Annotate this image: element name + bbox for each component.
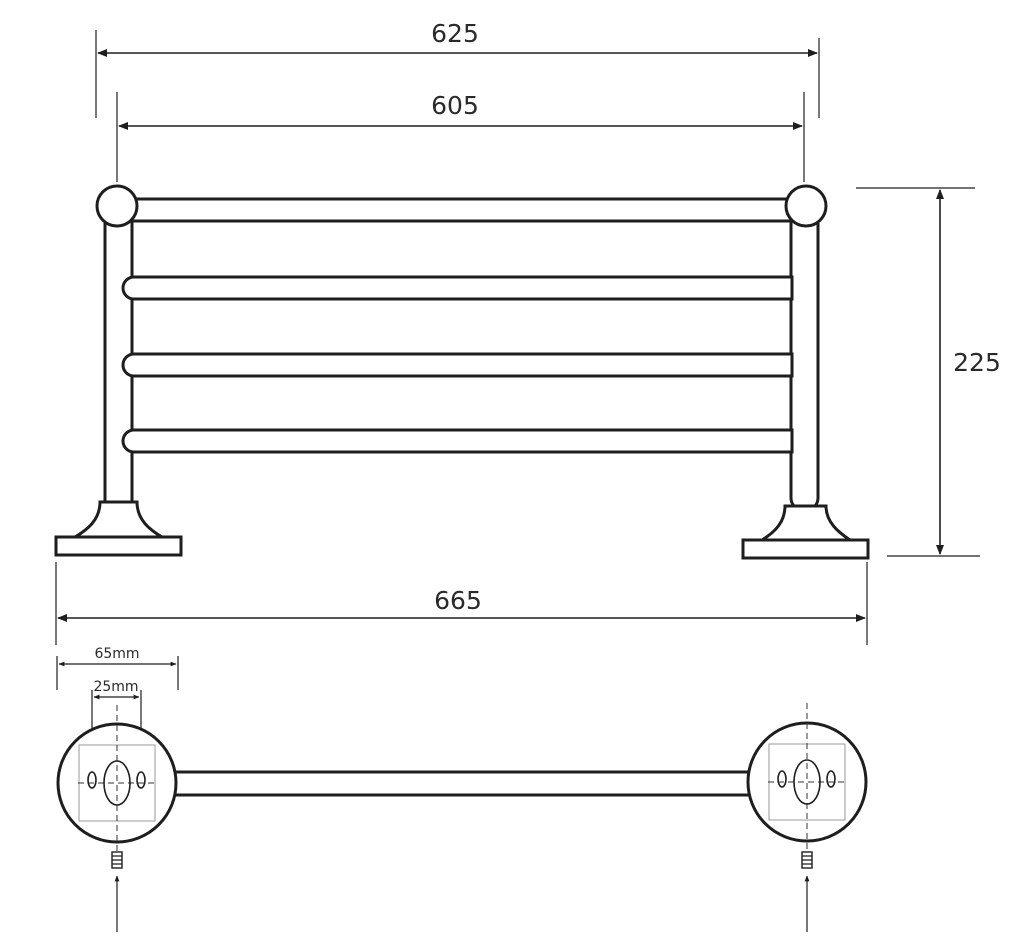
left-foot-flare bbox=[69, 500, 168, 539]
right-foot-flare bbox=[756, 504, 855, 542]
dimension-label-65mm: 65mm bbox=[94, 646, 139, 662]
dimension-label-25mm: 25mm bbox=[93, 679, 138, 695]
rail-2 bbox=[121, 275, 794, 301]
rail-4 bbox=[121, 428, 794, 454]
right-ball-cap bbox=[784, 184, 828, 228]
left-flange-top-view bbox=[56, 705, 178, 932]
dimension-rail-span: 605 bbox=[116, 91, 805, 182]
left-ball-cap bbox=[95, 184, 139, 228]
dimension-overall-width: 625 bbox=[95, 19, 820, 118]
dimension-height: 225 bbox=[856, 187, 1001, 557]
dimension-label-605: 605 bbox=[431, 91, 479, 120]
left-foot-base bbox=[54, 535, 183, 557]
right-post bbox=[789, 210, 820, 512]
top-view-bar bbox=[166, 770, 762, 797]
rail-1 bbox=[130, 197, 794, 223]
rail-3 bbox=[121, 352, 794, 378]
dimension-base-width: 665 bbox=[55, 562, 868, 645]
dimension-label-665: 665 bbox=[434, 586, 482, 615]
right-flange-top-view bbox=[746, 703, 868, 932]
dimension-label-225: 225 bbox=[953, 348, 1001, 377]
rack-top-view bbox=[56, 703, 868, 932]
rack-front-view bbox=[54, 184, 870, 560]
dimension-label-625: 625 bbox=[431, 19, 479, 48]
dimension-flange-width: 65mm bbox=[56, 646, 179, 690]
dimension-hole-spacing: 25mm bbox=[91, 679, 142, 730]
right-foot-base bbox=[741, 538, 870, 560]
